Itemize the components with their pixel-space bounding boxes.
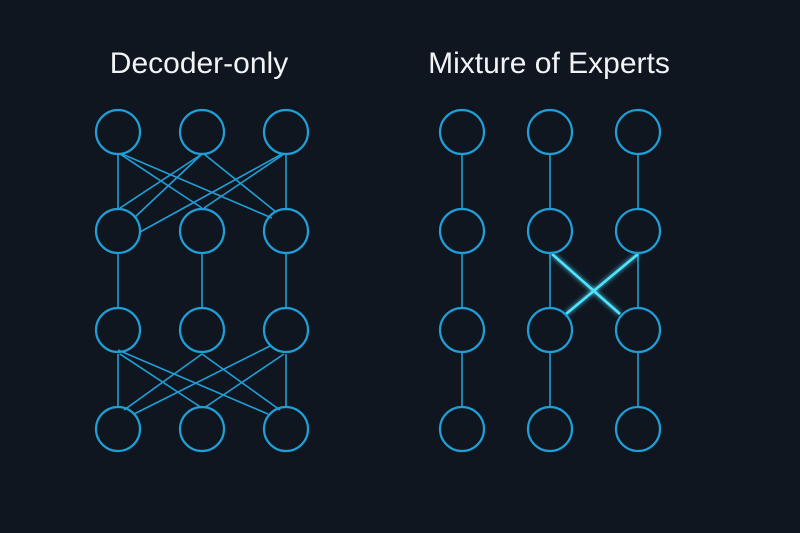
routing-edge-highlight (551, 253, 621, 315)
node (178, 207, 226, 255)
mixture-of-experts-network (438, 108, 662, 453)
node (614, 207, 662, 255)
edge (203, 153, 285, 209)
node (178, 405, 226, 453)
node (94, 405, 142, 453)
edge (133, 153, 203, 219)
node (178, 306, 226, 354)
decoder-only-title: Decoder-only (109, 47, 289, 80)
node (262, 207, 310, 255)
node (94, 207, 142, 255)
node (438, 108, 486, 156)
edge (133, 345, 271, 415)
node (614, 108, 662, 156)
node (178, 108, 226, 156)
node (262, 405, 310, 453)
edge (203, 353, 285, 409)
node (526, 207, 574, 255)
edge (139, 153, 283, 233)
edge (117, 349, 269, 415)
edge (201, 353, 281, 411)
node (94, 306, 142, 354)
node (262, 108, 310, 156)
node (94, 108, 142, 156)
decoder-only-network (94, 108, 310, 453)
edge (121, 153, 273, 219)
routing-edge-highlight (565, 253, 639, 315)
node (614, 405, 662, 453)
mixture-of-experts-title: Mixture of Experts (428, 47, 670, 80)
node (438, 207, 486, 255)
edge (119, 353, 203, 409)
edge (123, 353, 203, 411)
node (526, 405, 574, 453)
node (438, 306, 486, 354)
node (526, 108, 574, 156)
edge (119, 153, 203, 209)
node (438, 405, 486, 453)
node (614, 306, 662, 354)
node (262, 306, 310, 354)
node (526, 306, 574, 354)
